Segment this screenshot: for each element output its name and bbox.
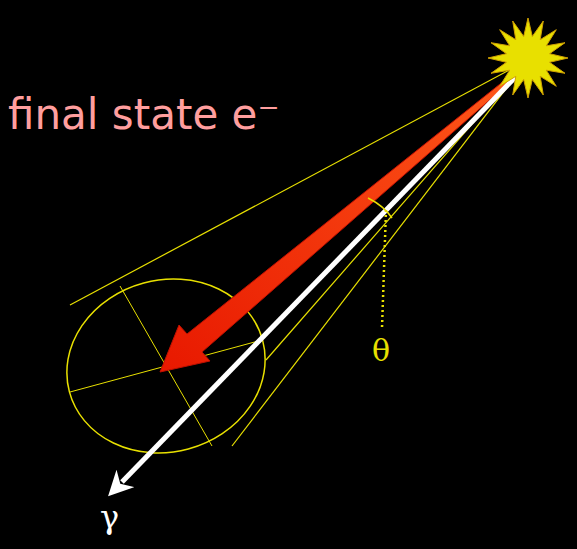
- angle-label: θ: [372, 334, 412, 367]
- label-text: θ: [372, 333, 390, 368]
- angle-arc: [368, 198, 392, 218]
- label-text: γ: [100, 498, 119, 536]
- angle-leader: [382, 210, 386, 328]
- particle-label: final state e⁻: [8, 86, 308, 145]
- starburst: [488, 18, 568, 98]
- label-text: final state e⁻: [8, 90, 280, 139]
- photon-label: γ: [100, 500, 140, 535]
